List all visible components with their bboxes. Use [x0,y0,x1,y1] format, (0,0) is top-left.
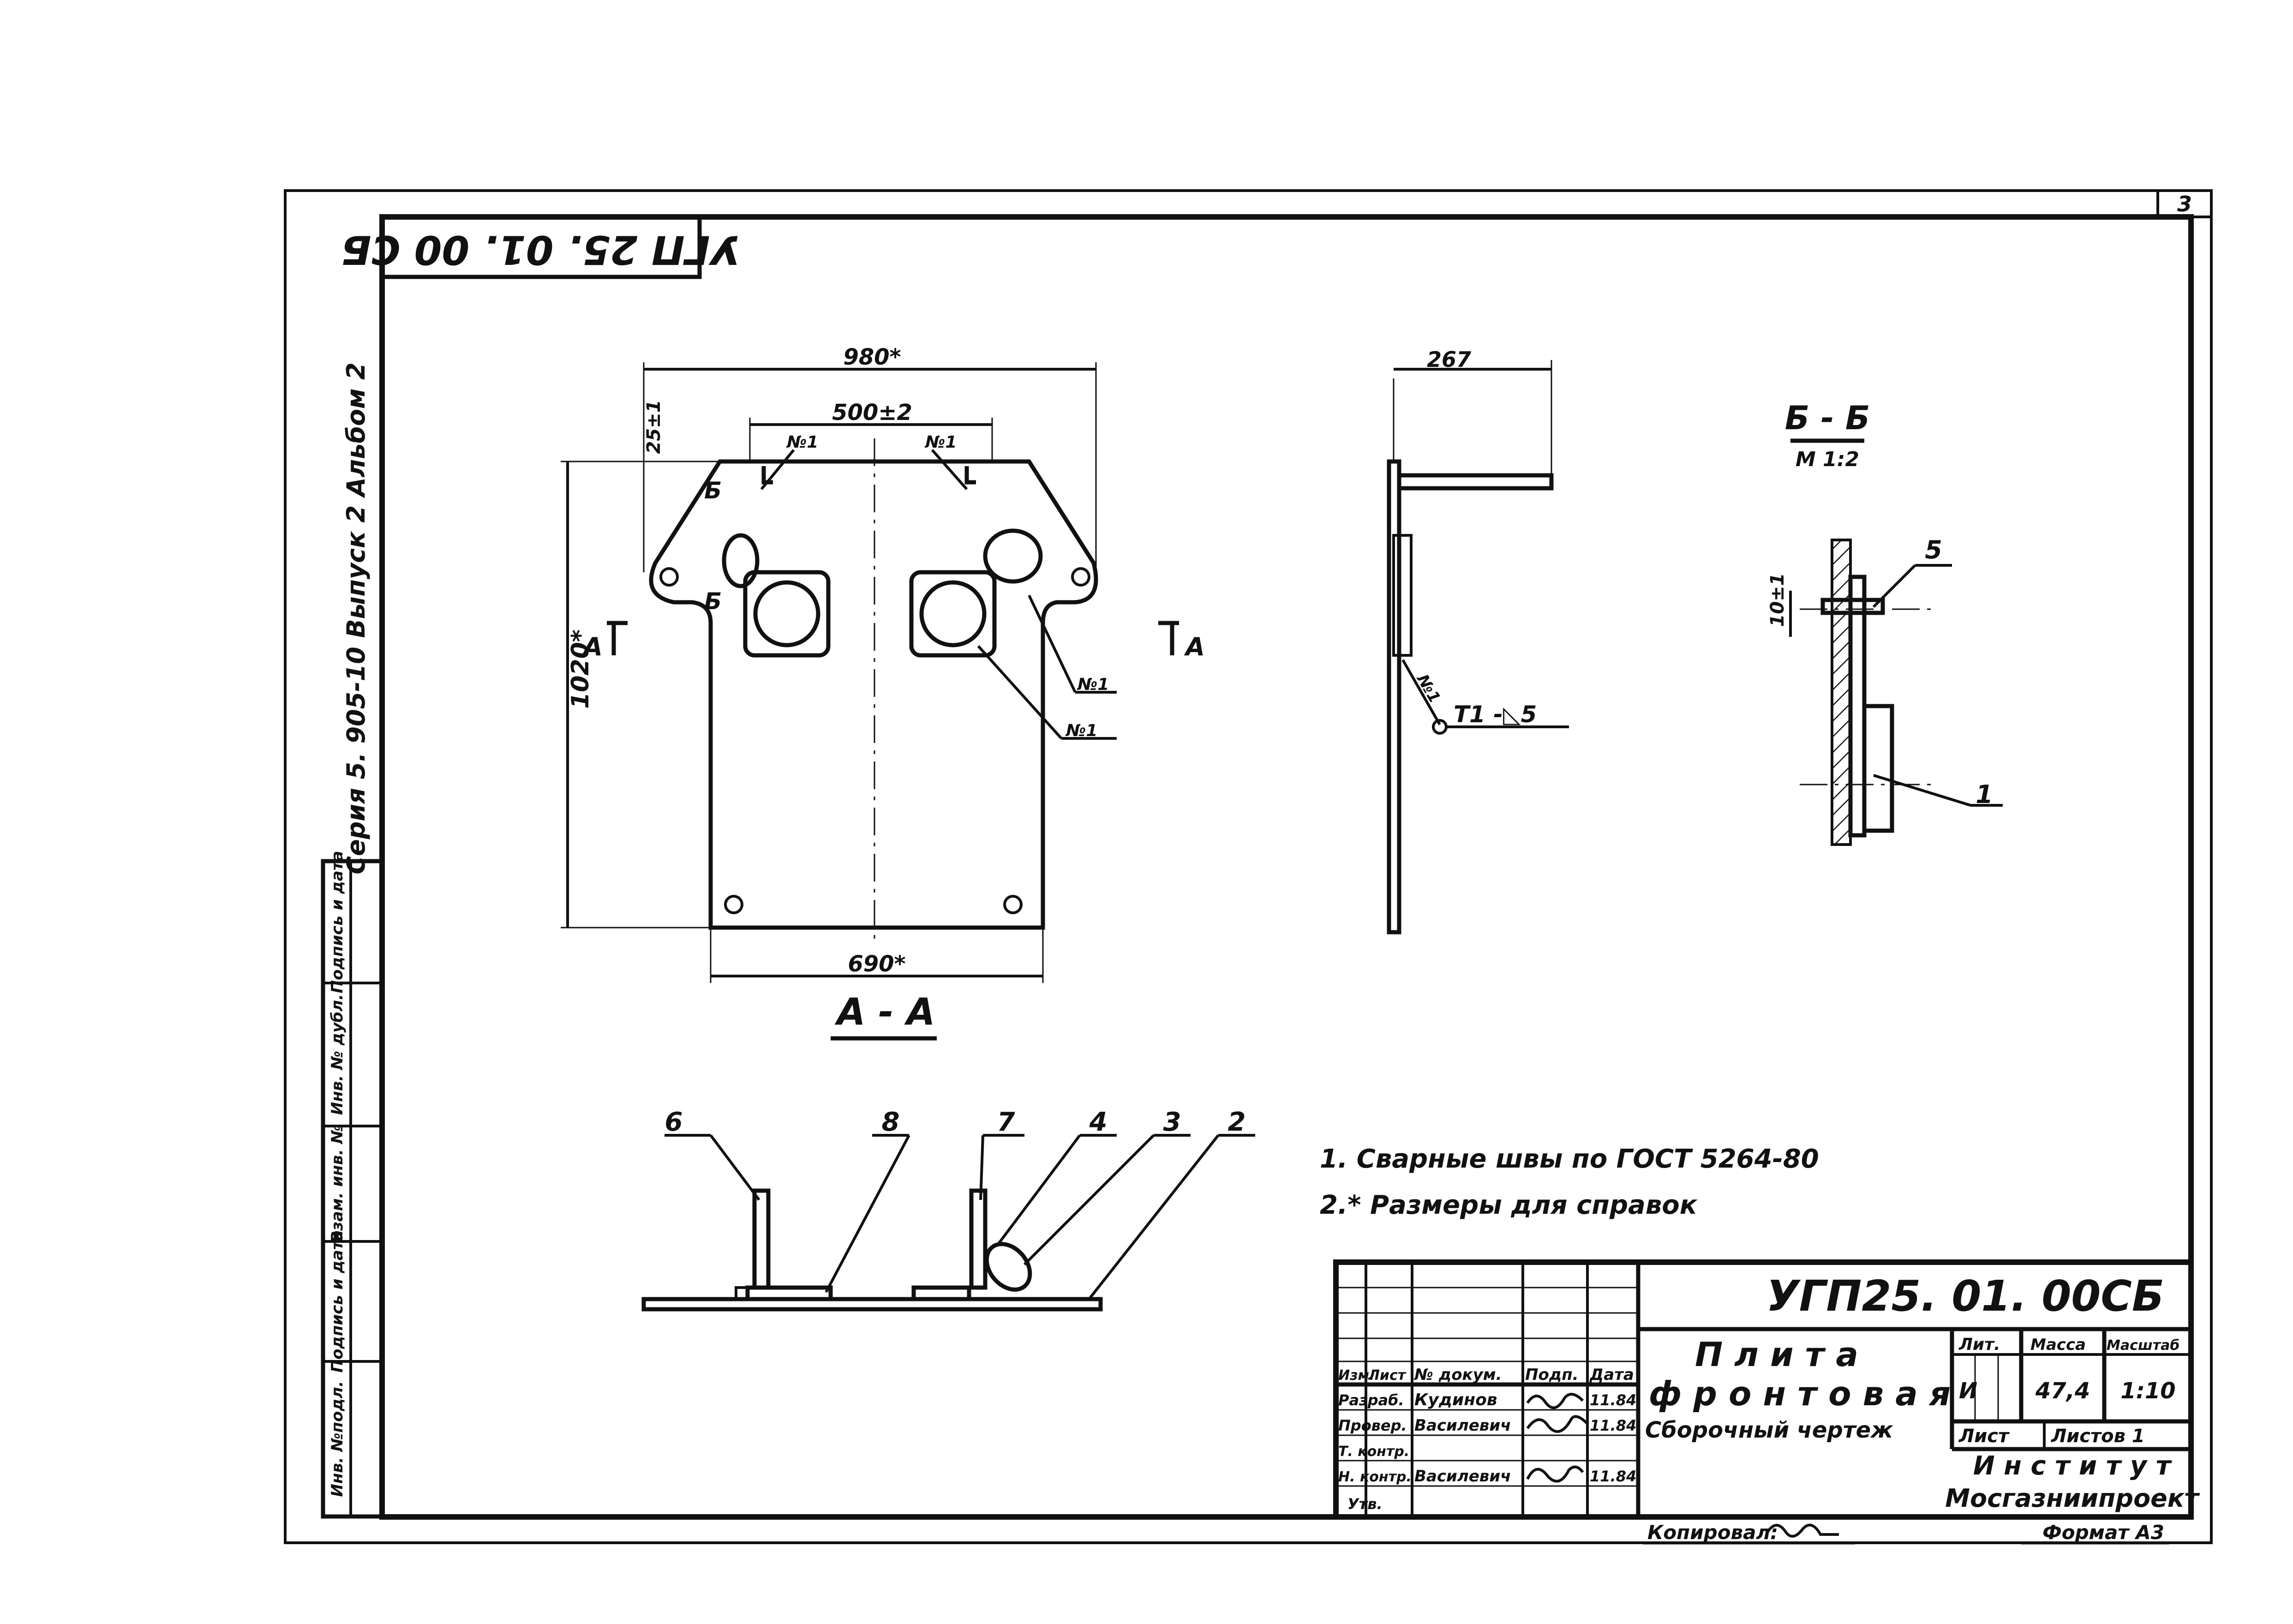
callout-3: 3 [1163,1107,1181,1137]
rotated-code: УГП 25. 01. 00 СБ [341,227,741,273]
tb-name-2: Василевич [1414,1416,1511,1435]
tb-sheet-label: Лист [1958,1426,2010,1447]
tb-org-line2: Мосгазниипроект [1945,1484,2200,1513]
note-1: 1. Сварные швы по ГОСТ 5264-80 [1320,1144,1819,1174]
callout-6: 6 [665,1107,683,1137]
view-bottom: 6 8 7 4 3 2 [641,1107,1255,1312]
view-main: 980* 500±2 25±1 1020* 690* Б Б А А №1 №1… [561,344,1205,1041]
view-main-title: А - А [834,990,935,1033]
tb-role-1: Разраб. [1338,1391,1404,1409]
tb-date-2: 11.84 [1590,1417,1636,1434]
side-weld-symbol: Т1 -◺5 [1454,701,1537,728]
strip-label-3: Взам. инв. № [328,1125,347,1243]
left-strip: Инв. №подл. Подпись и дата Взам. инв. № … [321,851,384,1519]
tb-code: УГП25. 01. 00СБ [1766,1271,2164,1321]
callout-2: 2 [1228,1107,1246,1137]
signature-3 [1526,1465,1584,1483]
tb-role-5: Утв. [1347,1495,1383,1513]
section-callout-1: 1 [1976,780,1993,809]
side-dim: 267 [1427,347,1471,372]
weld-mark-4: №1 [1065,721,1097,740]
dim-mid: 500±2 [832,400,912,425]
tb-header-izm: Изм. [1338,1367,1374,1384]
tb-name-4: Василевич [1414,1467,1511,1486]
side-weld-mark: №1 [1413,671,1444,707]
view-side: 267 №1 Т1 -◺5 [1387,347,1569,935]
view-section: Б - Б М 1:2 10±1 5 1 [1767,399,2003,846]
section-mark-a2: А [1184,632,1205,661]
signature-1 [1526,1393,1584,1409]
tb-role-3: Т. контр. [1338,1444,1409,1460]
tb-date-4: 11.84 [1590,1468,1636,1485]
tb-lit-label: Лит. [1958,1335,2000,1354]
section-mark-b2: Б [704,588,722,615]
weld-mark-2: №1 [924,433,957,452]
section-title: Б - Б [1785,399,1870,437]
tb-role-4: Н. контр. [1338,1469,1412,1485]
dim-top: 980* [843,344,901,370]
strip-label-5: Подпись и дата [328,851,347,994]
bottom-callouts: 6 8 7 4 3 2 [665,1107,1255,1300]
title-block: Изм. Лист № докум. Подп. Дата Разраб. Ку… [1333,1259,2200,1520]
tb-org-line1: И н с т и т у т [1973,1451,2173,1481]
callout-8: 8 [882,1107,900,1137]
tb-sheets-label: Листов 1 [2051,1426,2145,1447]
section-callout-5: 5 [1925,535,1942,564]
copied-signature [1766,1523,1839,1538]
callout-7: 7 [997,1107,1015,1137]
dim-small: 25±1 [643,400,665,454]
tb-header-sign: Подп. [1525,1366,1579,1384]
sheet-number: 3 [2177,192,2192,216]
tb-header-list: Лист [1368,1367,1407,1384]
series-text: Серия 5. 905-10 Выпуск 2 Альбом 2 [341,362,371,874]
tb-header-date: Дата [1589,1366,1634,1384]
section-mark-a1: А [581,632,603,661]
strip-label-1: Инв. №подл. [328,1381,347,1497]
tb-header-doc: № докум. [1413,1366,1502,1384]
tb-role-2: Провер. [1338,1417,1407,1434]
dim-height: 1020* [567,629,594,709]
section-dim: 10±1 [1767,573,1788,627]
section-mark-b1: Б [704,477,722,504]
strip-label-2: Подпись и дата [328,1230,347,1373]
signature-2 [1526,1415,1589,1433]
tb-name-line1: П л и т а [1695,1335,1858,1374]
section-scale: М 1:2 [1796,448,1859,471]
tb-doc-type: Сборочный чертеж [1645,1417,1893,1443]
strip-label-4: Инв. № дубл. [328,994,347,1115]
tb-date-1: 11.84 [1590,1391,1636,1409]
dim-bottom: 690* [848,951,905,977]
tb-scale-value: 1:10 [2120,1378,2175,1404]
weld-mark-3: №1 [1077,675,1109,694]
weld-mark-1: №1 [786,433,818,452]
rotated-code-box: УГП 25. 01. 00 СБ [341,215,741,279]
tb-lit-value: И [1959,1378,1977,1404]
tb-name-line2: ф р о н т о в а я [1649,1374,1951,1413]
tb-scale-label: Масштаб [2107,1337,2179,1354]
callout-4: 4 [1089,1107,1108,1137]
tb-mass-label: Масса [2030,1336,2086,1354]
copied-label: Копировал: [1647,1521,1778,1544]
note-2: 2.* Размеры для справок [1320,1190,1698,1220]
tb-mass-value: 47,4 [2035,1378,2090,1404]
format-label: Формат А3 [2042,1521,2164,1544]
tb-name-1: Кудинов [1414,1390,1497,1409]
sheet-frame [284,189,2213,1544]
